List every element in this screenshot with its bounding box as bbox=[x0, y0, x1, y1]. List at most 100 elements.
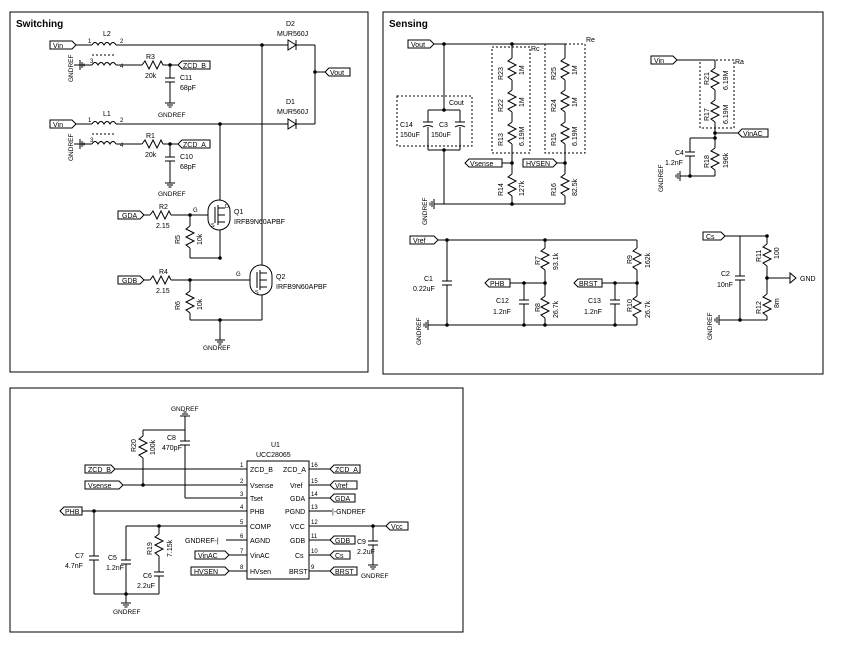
label-components-c13-value: 1.2nF bbox=[584, 309, 602, 316]
label-u1-pins-p10-num: 10 bbox=[311, 549, 318, 555]
label-components-r14-value: 127k bbox=[519, 180, 526, 196]
label-ports-phb-out: PHB bbox=[490, 281, 505, 288]
label-labels-gndref: GNDREF bbox=[68, 134, 75, 161]
label-ports-u1-vcc: Vcc bbox=[391, 524, 403, 531]
label-components-q2-ref: Q2 bbox=[276, 274, 285, 281]
label-components-c6-value: 2.2uF bbox=[137, 583, 155, 590]
label-u1-pins-p4-name: PHB bbox=[250, 509, 265, 516]
port-u1-vcc: Vcc bbox=[385, 521, 409, 531]
label-components-r5-ref: R5 bbox=[175, 235, 182, 244]
label-components-c5-ref: C5 bbox=[108, 555, 117, 562]
label-components-q1-value: IRFB9N60APBF bbox=[234, 219, 285, 226]
label-u1-pins-p14-name: GDA bbox=[290, 496, 306, 503]
port-gda-in: GDA bbox=[117, 210, 145, 220]
label-components-c12-value: 1.2nF bbox=[493, 309, 511, 316]
label-labels-pin3: 3 bbox=[90, 138, 94, 144]
label-u1-pins-p12-num: 12 bbox=[311, 520, 318, 526]
label-components-r11-value: 100 bbox=[774, 247, 781, 259]
label-u1-pins-p14-num: 14 bbox=[311, 492, 318, 498]
label-components-r12-value: 8m bbox=[774, 298, 781, 308]
label-labels-gndref: GNDREF bbox=[158, 191, 185, 198]
label-components-d2-ref: D2 bbox=[286, 21, 295, 28]
label-labels-gndref: GNDREF bbox=[361, 573, 388, 580]
label-ports-vin-mid: Vin bbox=[53, 122, 63, 129]
port-zcd-a-top: ZCD_A bbox=[177, 139, 211, 149]
label-components-r7-ref: R7 bbox=[535, 256, 542, 265]
label-labels-rc: Rc bbox=[531, 46, 540, 53]
label-ports-gdb-in: GDB bbox=[122, 278, 138, 285]
label-components-c2-value: 10nF bbox=[717, 282, 733, 289]
label-components-r10-value: 26.7k bbox=[645, 300, 652, 318]
label-u1-pins-p4-num: 4 bbox=[240, 505, 244, 511]
label-components-r19-value: 7.15k bbox=[167, 539, 174, 557]
label-components-c13-ref: C13 bbox=[588, 298, 601, 305]
label-components-c9-value: 2.2uF bbox=[357, 549, 375, 556]
label-components-c12-ref: C12 bbox=[496, 298, 509, 305]
label-components-r25-value: 1M bbox=[572, 65, 579, 75]
label-labels-pin1: 1 bbox=[88, 39, 92, 45]
label-components-r4-ref: R4 bbox=[159, 269, 168, 276]
label-components-c3-ref: C3 bbox=[439, 122, 448, 129]
label-components-r15-ref: R15 bbox=[551, 133, 558, 146]
label-components-d1-value: MUR560J bbox=[277, 109, 308, 116]
switching-title: Switching bbox=[16, 19, 63, 30]
label-labels-dash-gndref: |-GNDREF bbox=[332, 509, 366, 516]
label-components-c5-value: 1.2nF bbox=[106, 565, 124, 572]
port-phb-out: PHB bbox=[484, 278, 511, 288]
label-components-r16-value: 82.5k bbox=[572, 178, 579, 196]
port-zcd-b-top: ZCD_B bbox=[177, 60, 211, 70]
switching-panel: Switching Vin L2 1 2 3 4 GNDREF R3 20k Z… bbox=[9, 11, 369, 373]
label-components-r15-value: 6.19M bbox=[572, 126, 579, 146]
label-u1-pins-p5-name: COMP bbox=[250, 524, 271, 531]
label-components-r24-value: 1M bbox=[572, 97, 579, 107]
label-components-r20-ref: R20 bbox=[131, 439, 138, 452]
label-ports-u1-vsense: Vsense bbox=[88, 483, 111, 490]
label-components-r14-ref: R14 bbox=[498, 183, 505, 196]
label-u1-pins-p15-num: 15 bbox=[311, 479, 318, 485]
port-u1-hvsen: HVSEN bbox=[190, 566, 230, 576]
port-cs-in: Cs bbox=[702, 231, 726, 241]
port-vout-out: Vout bbox=[324, 67, 351, 77]
sensing-title: Sensing bbox=[389, 19, 428, 30]
port-u1-vsense: Vsense bbox=[84, 480, 124, 490]
port-u1-gdb: GDB bbox=[329, 535, 356, 545]
port-vout-sense: Vout bbox=[407, 39, 435, 49]
label-u1-pins-p11-name: GDB bbox=[290, 538, 306, 545]
label-labels-gndref: GNDREF bbox=[113, 609, 140, 616]
label-components-d1-ref: D1 bbox=[286, 99, 295, 106]
label-ports-vin-sense: Vin bbox=[654, 58, 664, 65]
label-ports-u1-phb: PHB bbox=[65, 509, 80, 516]
label-components-c4-ref: C4 bbox=[675, 150, 684, 157]
port-vin-mid: Vin bbox=[49, 119, 77, 129]
label-ports-gda-in: GDA bbox=[122, 213, 138, 220]
label-labels-pin1: 1 bbox=[88, 118, 92, 124]
label-labels-q-s: S bbox=[255, 290, 259, 296]
label-ports-u1-hvsen: HVSEN bbox=[194, 569, 218, 576]
label-labels-gndref-dash: GNDREF-| bbox=[185, 538, 219, 545]
label-components-c1-value: 0.22uF bbox=[413, 286, 435, 293]
label-components-u1-ref: U1 bbox=[271, 442, 280, 449]
label-u1-pins-p8-name: HVsen bbox=[250, 569, 271, 576]
label-ports-u1-gdb: GDB bbox=[335, 538, 351, 545]
label-components-r22-ref: R22 bbox=[498, 99, 505, 112]
label-components-r8-ref: R8 bbox=[535, 303, 542, 312]
label-labels-gndref: GNDREF bbox=[203, 345, 230, 352]
port-u1-zcd-a: ZCD_A bbox=[329, 464, 361, 474]
label-components-c7-value: 4.7nF bbox=[65, 563, 83, 570]
label-components-r21-value: 6.19M bbox=[723, 70, 730, 90]
label-components-c14-value: 150uF bbox=[400, 132, 420, 139]
label-components-r20-value: 100k bbox=[150, 439, 157, 455]
label-ports-cs-in: Cs bbox=[706, 234, 715, 241]
label-u1-pins-p7-name: VinAC bbox=[250, 553, 270, 560]
label-u1-pins-p1-num: 1 bbox=[240, 463, 244, 469]
label-components-u1-value: UCC28065 bbox=[256, 452, 291, 459]
label-labels-gndref: GNDREF bbox=[658, 165, 665, 192]
label-components-c3-value: 150uF bbox=[431, 132, 451, 139]
label-components-c4-value: 1.2nF bbox=[665, 160, 683, 167]
label-components-c11-ref: C11 bbox=[180, 75, 192, 82]
label-components-r23-ref: R23 bbox=[498, 67, 505, 80]
label-components-r12-ref: R12 bbox=[756, 301, 763, 314]
label-components-r1-ref: R1 bbox=[146, 133, 155, 140]
u1-body bbox=[246, 460, 310, 580]
